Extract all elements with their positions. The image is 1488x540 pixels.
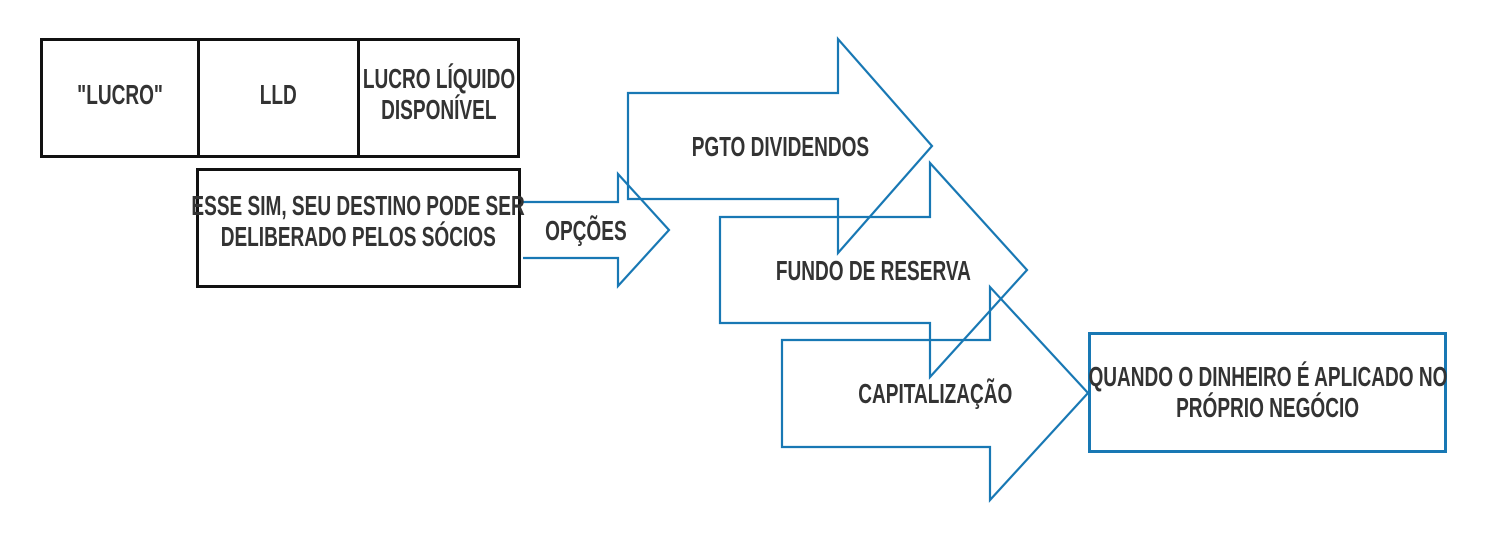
lld-full-box-line1: LUCRO LÍQUIDO: [362, 63, 515, 94]
deliberation-box-line1: ESSE SIM, SEU DESTINO PODE SER: [191, 190, 526, 221]
reserva-arrow-shape: [718, 160, 1029, 380]
lld-full-box: LUCRO LÍQUIDO DISPONÍVEL: [357, 38, 520, 158]
opcoes-arrow-shape: [523, 171, 671, 289]
capitalizacao-note-line2: PRÓPRIO NEGÓCIO: [1175, 391, 1360, 423]
dividendos-arrow-shape: [626, 36, 934, 256]
capitalizacao-note-box: QUANDO O DINHEIRO É APLICADO NO PRÓPRIO …: [1088, 332, 1447, 453]
lld-box-label: LLD: [259, 78, 298, 110]
lld-box: LLD: [197, 38, 360, 158]
lucro-box: "LUCRO": [40, 38, 200, 158]
deliberation-box: ESSE SIM, SEU DESTINO PODE SER DELIBERAD…: [192, 168, 525, 288]
deliberation-box-line2: DELIBERADO PELOS SÓCIOS: [220, 221, 497, 252]
capitalizacao-arrow-shape: [780, 284, 1090, 503]
capitalizacao-note-line1: QUANDO O DINHEIRO É APLICADO NO: [1088, 360, 1447, 392]
lld-full-box-line2: DISPONÍVEL: [380, 94, 497, 125]
lucro-box-label: "LUCRO": [77, 78, 163, 110]
